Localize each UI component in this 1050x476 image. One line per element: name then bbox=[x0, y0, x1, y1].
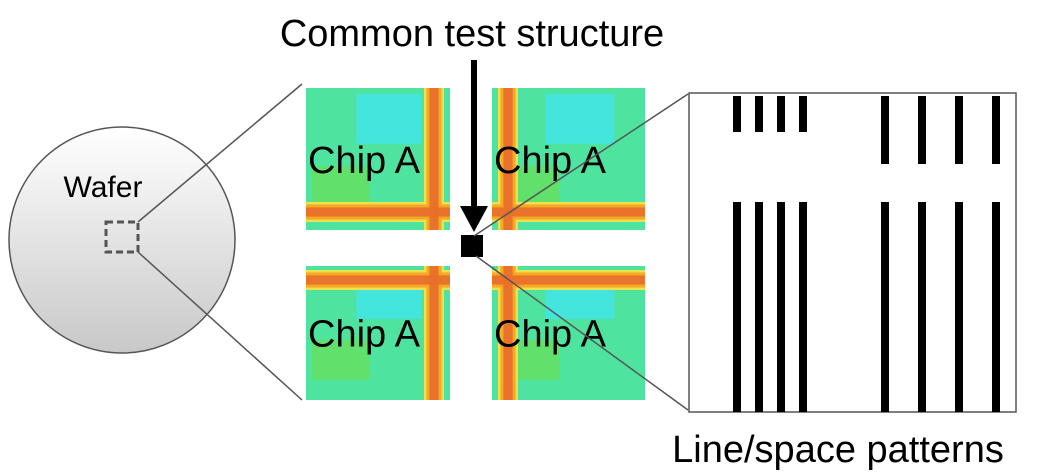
chip-edge-band-vertical bbox=[503, 88, 513, 230]
chip-edge-band-horizontal bbox=[492, 207, 645, 217]
pattern-line bbox=[881, 96, 889, 164]
pattern-group-long-sparse bbox=[881, 202, 1000, 412]
chip-edge-band-vertical bbox=[503, 266, 513, 400]
pattern-group-short-sparse bbox=[881, 96, 1000, 164]
pattern-zoom-line-bottom bbox=[475, 255, 689, 411]
common-test-structure bbox=[461, 235, 483, 257]
zoom-line-top bbox=[137, 83, 303, 223]
wafer-label: Wafer bbox=[64, 171, 143, 204]
pattern-line bbox=[992, 202, 1000, 412]
chip-cyan-region bbox=[356, 94, 422, 144]
pattern-line bbox=[918, 96, 926, 164]
pattern-group-short-dense bbox=[733, 96, 807, 132]
pattern-line bbox=[918, 202, 926, 412]
chip-green-region bbox=[312, 339, 370, 380]
chip-edge-band-vertical bbox=[429, 88, 439, 230]
pattern-line bbox=[755, 96, 763, 132]
chip-label: Chip A bbox=[494, 313, 607, 355]
zoom-line-bottom bbox=[137, 251, 303, 401]
chip-label: Chip A bbox=[308, 140, 421, 182]
chip-edge-band-horizontal bbox=[306, 207, 450, 217]
test-structure-arrowhead bbox=[460, 206, 488, 232]
chip-label: Chip A bbox=[494, 140, 607, 182]
pattern-line bbox=[733, 96, 741, 132]
line-space-patterns bbox=[733, 96, 1000, 412]
pattern-zoom-line-top bbox=[473, 93, 689, 237]
pattern-line bbox=[777, 202, 785, 412]
wafer bbox=[8, 126, 236, 354]
pattern-line bbox=[777, 96, 785, 132]
chip-3: Chip A bbox=[306, 266, 450, 400]
pattern-line bbox=[755, 202, 763, 412]
chip-label: Chip A bbox=[308, 313, 421, 355]
pattern-line bbox=[881, 202, 889, 412]
pattern-line bbox=[955, 202, 963, 412]
pattern-line bbox=[955, 96, 963, 164]
chip-array: Chip A Chip A Chip A Chip A bbox=[306, 88, 645, 400]
pattern-line bbox=[992, 96, 1000, 164]
chip-edge-band-vertical bbox=[429, 266, 439, 400]
chip-4: Chip A bbox=[492, 266, 645, 400]
common-test-structure-label: Common test structure bbox=[280, 13, 664, 55]
pattern-group-long-dense bbox=[733, 202, 807, 412]
chip-cyan-region bbox=[545, 94, 615, 144]
pattern-line bbox=[799, 96, 807, 132]
pattern-line bbox=[799, 202, 807, 412]
chip-edge-band-horizontal bbox=[492, 275, 645, 285]
chip-edge-band-horizontal bbox=[306, 275, 450, 285]
wafer-die-marker bbox=[104, 220, 140, 254]
chip-green-region bbox=[312, 166, 370, 209]
pattern-line bbox=[733, 202, 741, 412]
line-space-patterns-label: Line/space patterns bbox=[672, 429, 1004, 471]
chip-1: Chip A bbox=[306, 88, 450, 230]
